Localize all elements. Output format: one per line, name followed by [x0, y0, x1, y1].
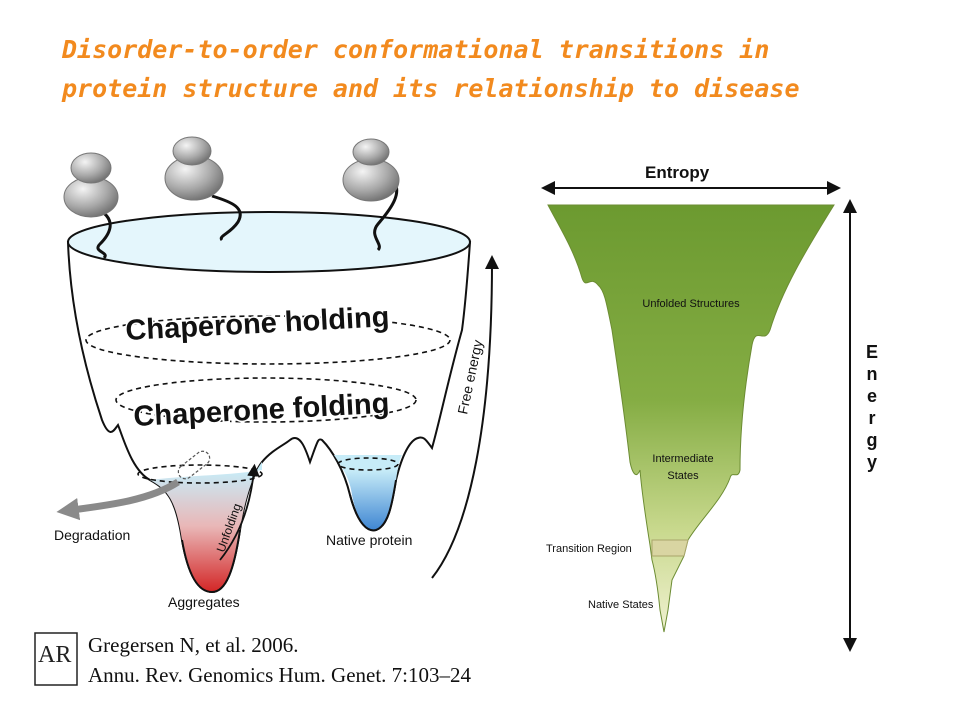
intermediate-label-1: Intermediate	[652, 453, 713, 465]
aggregate-well	[150, 462, 262, 592]
unfolded-structures-label: Unfolded Structures	[642, 298, 740, 310]
degradation-source-marker	[177, 450, 211, 480]
title-line-1: Disorder-to-order conformational transit…	[62, 35, 770, 64]
free-energy-label: Free energy	[454, 338, 485, 415]
native-protein-label: Native protein	[326, 532, 412, 548]
intermediate-label-2: States	[667, 470, 699, 482]
unfolded-protein-2	[164, 136, 242, 242]
logo-text: AR	[38, 642, 71, 668]
title-line-2: protein structure and its relationship t…	[62, 74, 800, 103]
native-states-label: Native States	[588, 599, 654, 611]
annual-reviews-logo: AR	[34, 632, 78, 686]
degradation-label: Degradation	[54, 527, 130, 543]
degradation-arrow	[56, 479, 180, 521]
entropy-label: Entropy	[645, 163, 710, 182]
left-energy-funnel: Chaperone holding Chaperone folding Free…	[54, 136, 499, 610]
funnel-rim	[67, 211, 471, 273]
citation-line-2: Annu. Rev. Genomics Hum. Genet. 7:103–24	[88, 663, 472, 687]
aggregates-label: Aggregates	[168, 594, 240, 610]
page-title: Disorder-to-order conformational transit…	[62, 30, 942, 108]
unfolding-arrow	[219, 463, 260, 561]
unfolded-protein-3	[342, 138, 400, 252]
transition-band	[651, 539, 689, 557]
native-well	[334, 455, 402, 531]
transition-region-label: Transition Region	[546, 543, 632, 555]
right-funnel-body	[547, 204, 835, 633]
citation-line-1: Gregersen N, et al. 2006.	[88, 633, 299, 657]
unfolded-protein-1	[63, 152, 119, 260]
free-energy-arrow	[431, 255, 499, 579]
